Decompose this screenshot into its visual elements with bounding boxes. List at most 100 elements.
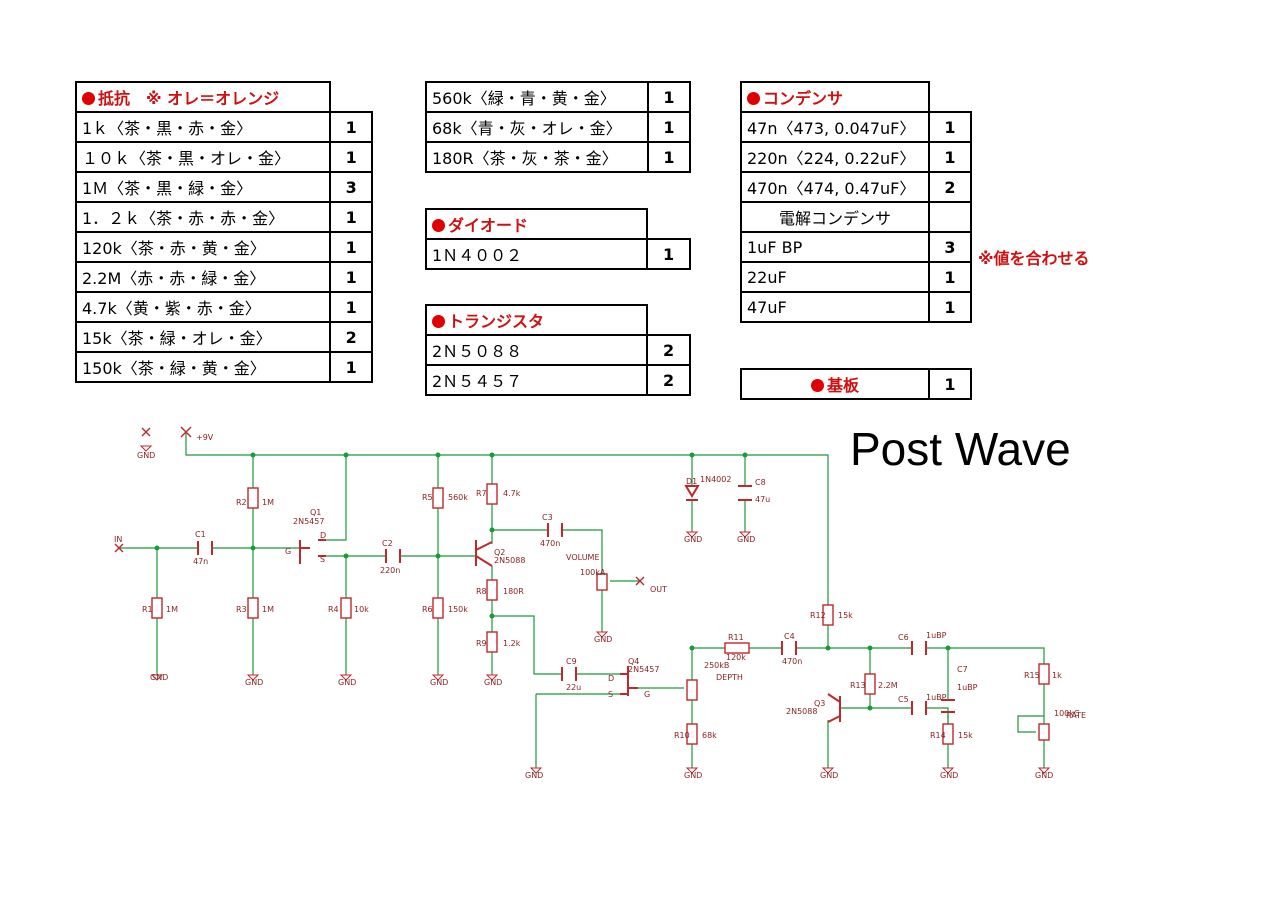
part-qty: 3 [928, 231, 972, 263]
part-qty: 1 [646, 238, 691, 270]
pin-label: S [608, 690, 613, 699]
part-qty: 1 [329, 231, 373, 263]
resistor-symbol [686, 723, 698, 745]
component-ref: Q1 [310, 508, 321, 517]
gnd-label: GND [150, 673, 168, 682]
component-value: 15k [838, 611, 853, 620]
vcc-label: +9V [196, 433, 214, 442]
capacitor-note: ※値を合わせる [978, 249, 1090, 268]
schematic-wires [120, 432, 1045, 768]
capacitor-symbols [197, 485, 955, 723]
component-value: 180R [503, 587, 524, 596]
component-value: 1uBP [957, 683, 978, 692]
electrolytic-header: 電解コンデンサ [740, 201, 930, 233]
part-qty: 2 [928, 171, 972, 203]
component-ref: R2 [236, 498, 247, 507]
component-value: 10k [354, 605, 369, 614]
gnd-label: GND [684, 535, 702, 544]
component-ref: R7 [476, 489, 487, 498]
component-value: 1.2k [503, 639, 521, 648]
resistor-header-label: 抵抗 ※ オレ＝オレンジ [98, 89, 280, 108]
table-row: 47n〈473, 0.047uF〉1 [740, 111, 972, 143]
part-qty: 2 [646, 334, 691, 366]
board-table: 基板 1 [740, 368, 972, 400]
board-label-text: 基板 [826, 376, 859, 395]
component-value: 1M [166, 605, 178, 614]
pin-label: G [644, 690, 650, 699]
part-name: 150k〈茶・緑・黄・金〉 [74, 351, 332, 383]
part-qty: 1 [329, 261, 373, 293]
table-row: 1Ｍ〈茶・黒・緑・金〉3 [74, 171, 373, 203]
resistor-symbol [822, 604, 834, 626]
gnd-label: GND [594, 635, 612, 644]
part-qty: 1 [928, 261, 972, 293]
schematic-labels: GND GND GND GND GND GND GND GND GND GND … [114, 433, 1086, 780]
part-name: 1ｋ〈茶・黒・赤・金〉 [74, 111, 332, 143]
component-ref: R5 [422, 493, 433, 502]
component-value: 2N5457 [293, 517, 324, 526]
transistor-header: トランジスタ [424, 304, 649, 336]
part-name: 120k〈茶・赤・黄・金〉 [74, 231, 332, 263]
ground-symbols [139, 445, 1051, 774]
part-name: 2Ｎ５０８８ [424, 334, 649, 366]
resistor-header: 抵抗 ※ オレ＝オレンジ [74, 81, 332, 113]
gnd-label: GND [137, 451, 155, 460]
empty-cell [928, 201, 972, 233]
resistor-table: 抵抗 ※ オレ＝オレンジ 1ｋ〈茶・黒・赤・金〉1 １０ｋ〈茶・黒・オレ・金〉1… [74, 81, 373, 383]
resistor-symbol [432, 597, 444, 619]
component-ref: C1 [195, 530, 206, 539]
component-ref: C8 [755, 478, 766, 487]
table-row: 1ｋ〈茶・黒・赤・金〉1 [74, 111, 373, 143]
component-value: 47u [755, 495, 770, 504]
part-name: 180R〈茶・灰・茶・金〉 [425, 141, 649, 173]
component-value: 100kC [1054, 709, 1080, 718]
component-ref: R3 [236, 605, 247, 614]
board-label: 基板 [740, 368, 930, 400]
table-row: １０ｋ〈茶・黒・オレ・金〉1 [74, 141, 373, 173]
component-ref: RATE [1066, 711, 1086, 720]
component-value: 1M [262, 498, 274, 507]
table-row: 2.2M〈赤・赤・緑・金〉1 [74, 261, 373, 293]
part-name: 1Ｎ４００２ [424, 238, 649, 270]
component-value: 1uBP [926, 631, 947, 640]
component-ref: C5 [898, 695, 909, 704]
component-ref: Q3 [814, 699, 825, 708]
component-value: 560k [448, 493, 468, 502]
potentiometer-symbol [686, 679, 698, 701]
part-qty: 1 [329, 291, 373, 323]
resistor-symbol [247, 597, 259, 619]
resistor-symbol [432, 487, 444, 509]
table-row: 68k〈青・灰・オレ・金〉1 [425, 111, 691, 143]
component-value: 1uBP [926, 693, 947, 702]
part-name: 47n〈473, 0.047uF〉 [740, 111, 930, 143]
pin-label: S [320, 555, 325, 564]
part-qty: 1 [647, 141, 691, 173]
gnd-label: GND [338, 678, 356, 687]
component-value: 220n [380, 566, 400, 575]
part-qty: 1 [329, 201, 373, 233]
part-name: 2Ｎ５４５７ [424, 364, 649, 396]
component-value: 1M [262, 605, 274, 614]
table-row: 220n〈224, 0.22uF〉1 [740, 141, 972, 173]
transistor-header-label: トランジスタ [448, 312, 545, 331]
part-name: 470n〈474, 0.47uF〉 [740, 171, 930, 203]
part-qty: 1 [928, 141, 972, 173]
component-ref: R11 [728, 633, 744, 642]
component-value: 470n [540, 539, 560, 548]
part-name: 2.2M〈赤・赤・緑・金〉 [74, 261, 332, 293]
part-qty: 1 [928, 111, 972, 143]
part-qty: 1 [928, 368, 972, 400]
component-ref: C7 [957, 665, 968, 674]
component-value: 47n [193, 557, 208, 566]
component-value: 250kB [704, 661, 729, 670]
component-ref: R14 [930, 731, 946, 740]
output-label: OUT [650, 585, 667, 594]
component-ref: R9 [476, 639, 487, 648]
component-value: 15k [958, 731, 973, 740]
component-value: 2N5088 [786, 707, 817, 716]
component-ref: Q2 [494, 548, 505, 557]
